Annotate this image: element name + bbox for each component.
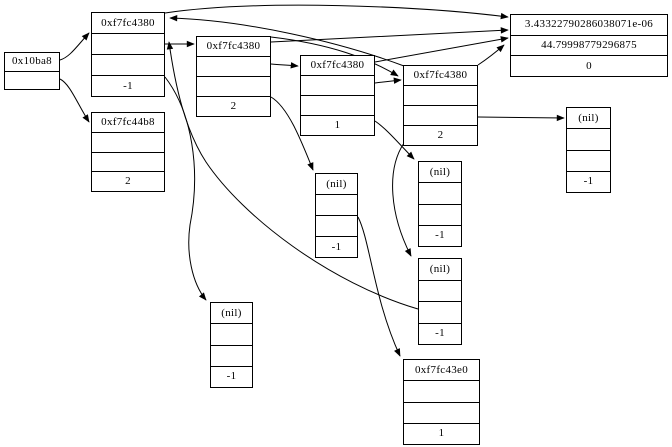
node-nil-mid-value-row: -1 xyxy=(316,236,357,257)
node-nil-right: (nil) -1 xyxy=(566,107,611,193)
node-nil-bottom-value-row: -1 xyxy=(211,365,252,387)
node-nil-b-field-row xyxy=(419,301,461,323)
edge-n4380b-to-nil-mid xyxy=(270,96,314,171)
node-n4380b-field-row xyxy=(197,56,270,76)
node-nil-right-field-row xyxy=(567,128,610,149)
node-root: 0x10ba8 xyxy=(4,52,60,90)
node-nil-a-value-row: -1 xyxy=(419,224,461,246)
edge-n4380d-to-nil-right xyxy=(477,114,565,122)
edge-n4380c-to-values xyxy=(374,36,509,63)
node-n43e0: 0xf7fc43e0 1 xyxy=(403,359,480,445)
edge-n4380b-to-n4380c xyxy=(270,62,299,69)
node-values: 3.43322790286038071e-06 44.79998779296875… xyxy=(510,14,668,77)
edge-n4380a-to-values xyxy=(164,4,509,20)
edge-n4380d-to-nil-b xyxy=(392,142,412,257)
node-nil-mid-field-row xyxy=(316,194,357,215)
node-values-value-row: 0 xyxy=(511,55,667,76)
node-nil-b-field-row xyxy=(419,279,461,302)
node-nil-a-field-row xyxy=(419,182,461,203)
node-n4380a-label-row: 0xf7fc4380 xyxy=(101,16,155,29)
node-n44b8-value-row: 2 xyxy=(92,171,164,191)
node-n4380c-label-row: 0xf7fc4380 xyxy=(310,59,365,71)
node-nil-right-value-row: -1 xyxy=(567,170,610,192)
node-nil-bottom-field-row xyxy=(211,344,252,366)
node-n43e0-value-row: 1 xyxy=(404,422,479,444)
node-nil-b-value-row: -1 xyxy=(419,322,461,345)
node-n44b8-field-row xyxy=(92,151,164,172)
node-n44b8-field-row xyxy=(92,131,164,152)
node-nil-right-label-row: (nil) xyxy=(578,111,599,124)
edge-n4380b-to-values xyxy=(270,27,509,43)
node-values-label-row: 3.43322790286038071e-06 xyxy=(524,18,654,31)
node-nil-right-field-row xyxy=(567,149,610,171)
node-n4380c-field-row xyxy=(301,95,374,115)
node-root-value-row xyxy=(5,70,59,90)
edge-n4380c-to-nil-a xyxy=(374,120,415,160)
node-n44b8: 0xf7fc44b8 2 xyxy=(91,112,165,192)
edge-n4380d-to-values xyxy=(477,44,505,66)
node-nil-a-label-row: (nil) xyxy=(429,165,451,178)
edge-nil-b-to-n4380a xyxy=(166,41,419,310)
node-n4380b: 0xf7fc4380 2 xyxy=(196,36,271,117)
edge-nil-mid-to-n43e0 xyxy=(357,216,401,357)
node-n4380c: 0xf7fc4380 1 xyxy=(300,55,375,136)
node-nil-mid: (nil) -1 xyxy=(315,173,358,258)
node-nil-b-label-row: (nil) xyxy=(429,262,451,275)
node-nil-bottom-label-row: (nil) xyxy=(221,306,242,319)
edge-root-to-n4380a xyxy=(59,32,90,61)
node-nil-b: (nil) -1 xyxy=(418,258,462,345)
node-nil-mid-field-row xyxy=(316,215,357,236)
node-nil-bottom-field-row xyxy=(211,323,252,344)
node-n4380d-field-row xyxy=(404,105,477,125)
node-n4380a-field-row xyxy=(92,33,164,54)
node-n4380a: 0xf7fc4380 -1 xyxy=(91,12,165,97)
edges-group xyxy=(59,4,565,357)
node-n4380b-value-row: 2 xyxy=(197,96,270,116)
node-nil-mid-label-row: (nil) xyxy=(326,177,347,190)
node-root-label-row: 0x10ba8 xyxy=(12,55,52,68)
edge-n4380d-to-n4380a xyxy=(169,14,405,67)
node-n43e0-label-row: 0xf7fc43e0 xyxy=(414,363,469,376)
node-n4380d-label-row: 0xf7fc4380 xyxy=(413,69,468,81)
edge-n4380c-to-n4380d xyxy=(374,77,402,84)
node-n4380b-label-row: 0xf7fc4380 xyxy=(206,40,261,52)
node-nil-a-field-row xyxy=(419,203,461,225)
node-n4380d-value-row: 2 xyxy=(404,125,477,145)
node-n44b8-label-row: 0xf7fc44b8 xyxy=(101,115,155,128)
node-n4380c-field-row xyxy=(301,75,374,95)
node-n4380d: 0xf7fc4380 2 xyxy=(403,65,478,146)
node-n4380a-field-row xyxy=(92,54,164,75)
node-n43e0-field-row xyxy=(404,380,479,401)
node-n4380d-field-row xyxy=(404,85,477,105)
edge-n4380b-to-n4380d xyxy=(270,36,399,77)
node-nil-bottom: (nil) -1 xyxy=(210,302,253,388)
edge-root-to-n44b8 xyxy=(59,78,90,123)
node-nil-a: (nil) -1 xyxy=(418,161,462,247)
node-values-field-row: 44.79998779296875 xyxy=(511,34,667,56)
node-n4380b-field-row xyxy=(197,76,270,96)
node-n4380a-value-row: -1 xyxy=(92,75,164,96)
node-n4380c-value-row: 1 xyxy=(301,115,374,135)
node-n43e0-field-row xyxy=(404,401,479,423)
